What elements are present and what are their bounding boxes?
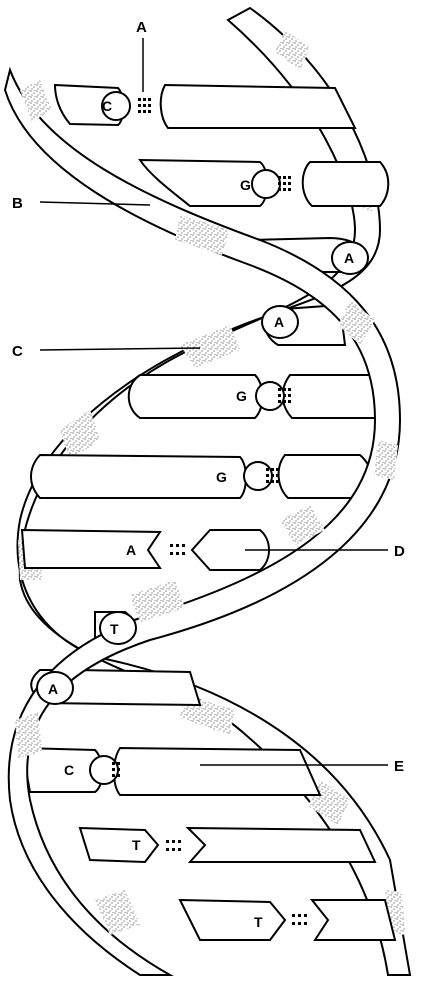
base-label: A <box>274 314 284 330</box>
callout-label-b: B <box>12 195 23 212</box>
base-pair-6 <box>31 455 371 498</box>
hbond-dots <box>170 544 185 555</box>
base-label: T <box>132 837 141 853</box>
stipple-segment <box>180 325 240 368</box>
base-label: C <box>102 98 112 114</box>
base-pair-11 <box>80 828 375 862</box>
base-label: A <box>126 542 136 558</box>
base-label: A <box>48 681 58 697</box>
stipple-segment <box>374 440 398 480</box>
base-pair-1 <box>55 85 355 128</box>
base-label: G <box>216 469 227 485</box>
hbond-dots <box>138 98 151 113</box>
hbond-dots <box>266 468 279 483</box>
base-label: G <box>240 177 251 193</box>
callout-label-c: C <box>12 343 23 360</box>
hbond-dots <box>278 388 291 403</box>
base-label: T <box>254 914 263 930</box>
base-label: T <box>110 621 119 637</box>
hbond-dots <box>166 840 181 851</box>
base-label: C <box>64 762 74 778</box>
hbond-dots <box>292 914 307 925</box>
callout-label-a: A <box>136 19 147 36</box>
base-pair-7 <box>22 530 269 570</box>
base-label: G <box>236 388 247 404</box>
stipple-segment <box>15 712 42 758</box>
hbond-dots <box>278 176 291 191</box>
base-pair-12 <box>180 900 395 940</box>
callout-label-d: D <box>394 543 405 560</box>
base-pair-5 <box>129 375 392 418</box>
base-pair-2 <box>140 160 388 206</box>
leader-line-c <box>40 348 200 350</box>
base-label: A <box>344 250 354 266</box>
callout-label-e: E <box>394 758 404 775</box>
